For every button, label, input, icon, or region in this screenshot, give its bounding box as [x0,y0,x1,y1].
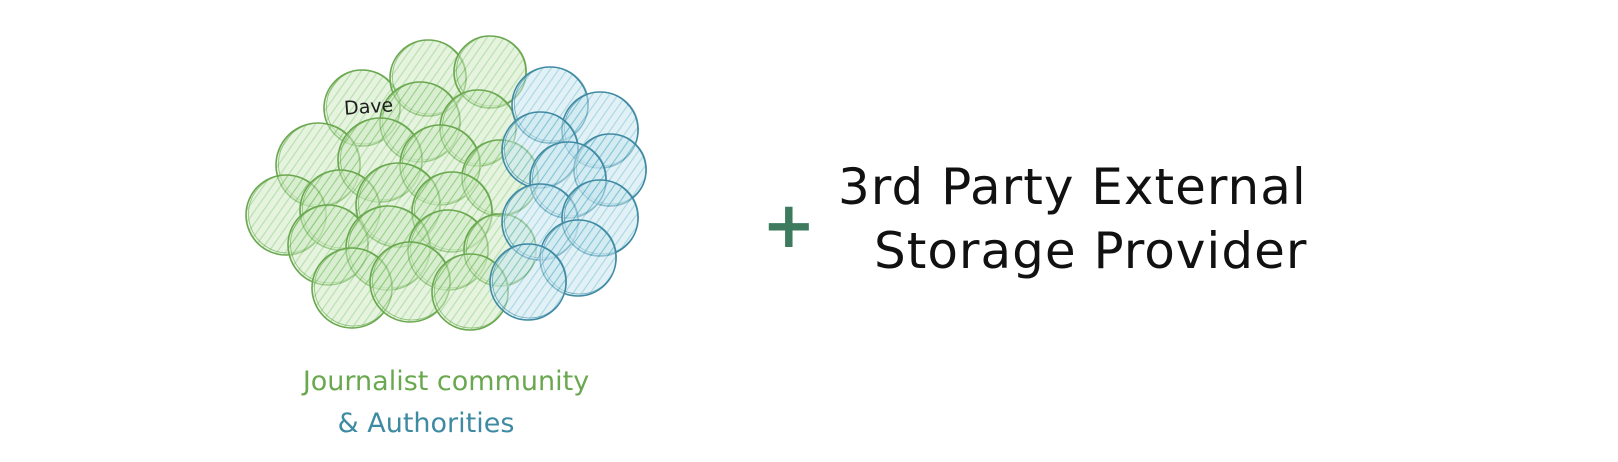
member-label-dave: Dave [343,94,394,120]
community-caption-line-2: & Authorities [337,408,515,439]
community-caption-line-1: Journalist community [302,366,590,397]
provider-title-line-2: Storage Provider [874,222,1308,280]
authority-circle-outline [492,243,567,319]
plus-icon: + [762,189,816,263]
provider-title-line-1: 3rd Party External [838,158,1307,216]
authority-group [489,66,647,321]
